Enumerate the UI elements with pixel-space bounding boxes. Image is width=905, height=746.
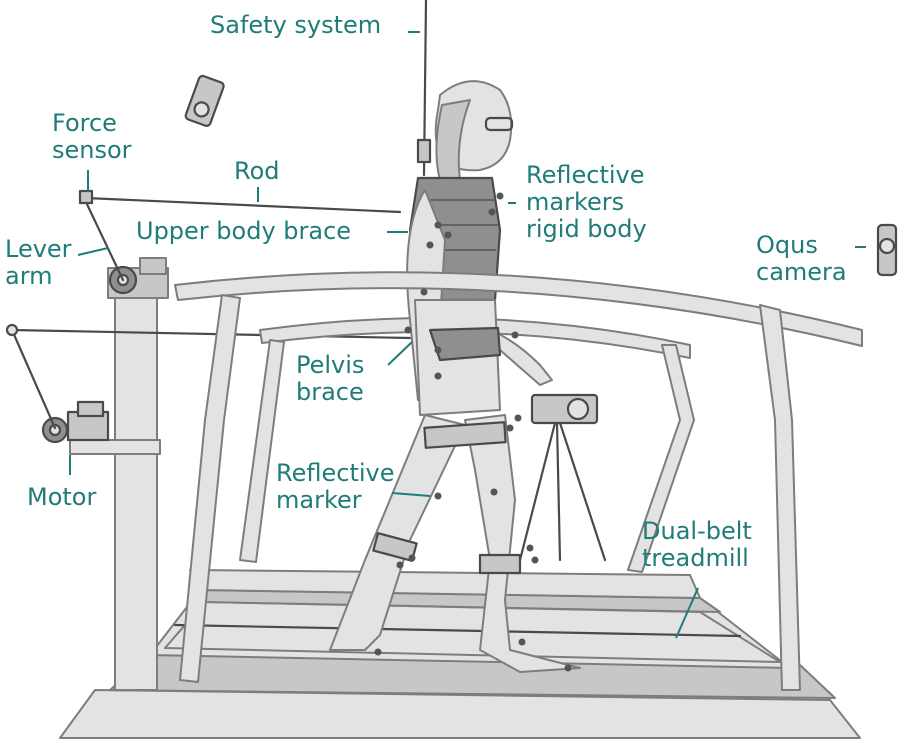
label-lever-arm: Lever arm: [5, 235, 72, 290]
leader-lines: [69, 31, 866, 639]
label-reflective-markers-rigid-body: Reflective markers rigid body: [526, 161, 647, 243]
camera-tripod: [518, 393, 607, 562]
walking-person: [329, 80, 581, 673]
rope-clip: [416, 138, 432, 164]
label-upper-body-brace: Upper body brace: [136, 217, 352, 245]
dual-belt-treadmill: [149, 569, 791, 669]
label-force-sensor: Force sensor: [52, 109, 132, 164]
upper-rod-assembly: [78, 189, 402, 295]
label-motor: Motor: [27, 483, 97, 511]
motor-unit: [41, 400, 110, 444]
label-pelvis-brace: Pelvis brace: [296, 351, 365, 406]
label-safety-system: Safety system: [210, 11, 382, 39]
support-post: [69, 257, 169, 691]
lower-rod-assembly: [5, 323, 412, 430]
label-dual-belt-treadmill: Dual-belt treadmill: [642, 517, 752, 572]
handrail-back: [239, 317, 695, 573]
label-reflective-marker: Reflective marker: [276, 459, 395, 514]
label-oqus-camera: Oqus camera: [756, 231, 847, 286]
oqus-camera: [876, 223, 898, 277]
label-rod: Rod: [234, 157, 280, 185]
handrail-front: [174, 271, 863, 691]
camera-top-left: [184, 74, 225, 127]
reflective-markers: [374, 192, 572, 672]
